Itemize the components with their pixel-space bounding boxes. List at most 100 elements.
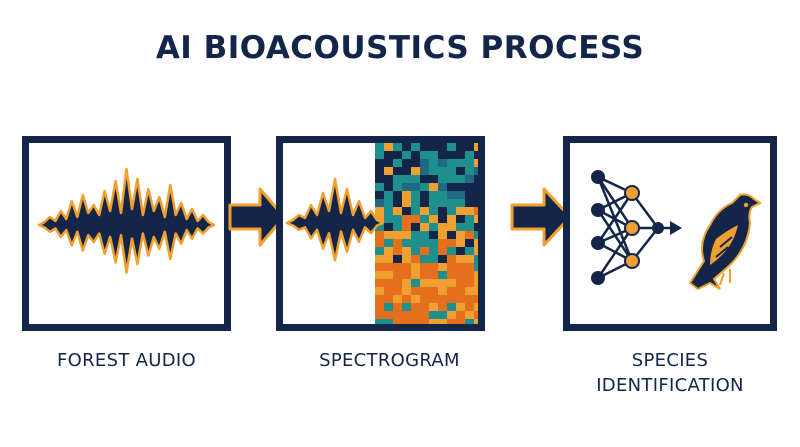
spectrogram-cell — [447, 287, 456, 295]
spectrogram-cell — [402, 215, 411, 223]
spectrogram-cell — [456, 263, 465, 271]
spectrogram-cell — [375, 319, 384, 324]
spectrogram-cell — [483, 295, 485, 303]
spectrogram-cell — [483, 247, 485, 255]
spectrogram-cell — [402, 183, 411, 191]
spectrogram-cell — [474, 279, 478, 287]
spectrogram-cell — [465, 191, 474, 199]
spectrogram-cell — [429, 231, 438, 239]
spectrogram-cell — [483, 183, 485, 191]
spectrogram-cell — [384, 175, 393, 183]
spectrogram-cell — [375, 223, 384, 231]
spectrogram-cell — [465, 199, 474, 207]
spectrogram-cell — [411, 239, 420, 247]
spectrogram-cell — [465, 175, 474, 183]
spectrogram-cell — [465, 183, 474, 191]
spectrogram-cell — [393, 175, 402, 183]
spectrogram-cell — [483, 167, 485, 175]
spectrogram-cell — [420, 143, 429, 151]
spectrogram-cell — [402, 247, 411, 255]
spectrogram-cell — [429, 223, 438, 231]
spectrogram-cell — [402, 263, 411, 271]
spectrogram-cell — [456, 159, 465, 167]
spectrogram-cell — [465, 319, 474, 324]
spectrogram-cell — [393, 215, 402, 223]
spectrogram-cell — [465, 287, 474, 295]
spectrogram-cell — [375, 311, 384, 319]
spectrogram-cell — [393, 231, 402, 239]
spectrogram-cell — [438, 263, 447, 271]
spectrogram-cell — [375, 303, 384, 311]
spectrogram-cell — [456, 303, 465, 311]
spectrogram-cell — [447, 175, 456, 183]
spectrogram-cell — [411, 167, 420, 175]
spectrogram-cell — [393, 143, 402, 151]
spectrogram-cell — [483, 303, 485, 311]
spectrogram-cell — [420, 239, 429, 247]
spectrogram-cell — [456, 151, 465, 159]
spectrogram-cell — [411, 271, 420, 279]
spectrogram-cell — [483, 279, 485, 287]
spectrogram-cell — [456, 207, 465, 215]
spectrogram-cell — [456, 183, 465, 191]
spectrogram-cell — [447, 215, 456, 223]
spectrogram-cell — [402, 303, 411, 311]
spectrogram-cell — [429, 151, 438, 159]
spectrogram-cell — [402, 255, 411, 263]
spectrogram-cell — [483, 239, 485, 247]
spectrogram-cell — [402, 239, 411, 247]
spectrogram-cell — [384, 159, 393, 167]
spectrogram-cell — [384, 183, 393, 191]
spectrogram-cell — [420, 183, 429, 191]
spectrogram-cell — [420, 175, 429, 183]
spectrogram-cell — [411, 159, 420, 167]
spectrogram-cell — [438, 271, 447, 279]
spectrogram-cell — [420, 215, 429, 223]
spectrogram-cell — [447, 295, 456, 303]
spectrogram-cell — [438, 215, 447, 223]
spectrogram-cell — [447, 151, 456, 159]
spectrogram-cell — [438, 191, 447, 199]
spectrogram-cell — [474, 303, 478, 311]
arrow-right-icon — [228, 187, 286, 247]
spectrogram-cell — [438, 183, 447, 191]
spectrogram-cell — [474, 255, 478, 263]
spectrogram-cell — [456, 231, 465, 239]
spectrogram-cell — [474, 167, 478, 175]
spectrogram-cell — [474, 295, 478, 303]
forest-audio-label: FOREST AUDIO — [57, 350, 196, 371]
spectrogram-cell — [384, 231, 393, 239]
spectrogram-cell — [384, 215, 393, 223]
spectrogram-cell — [474, 223, 478, 231]
spectrogram-cell — [393, 159, 402, 167]
spectrogram-cell — [375, 151, 384, 159]
spectrogram-cell — [411, 255, 420, 263]
spectrogram-cell — [393, 223, 402, 231]
spectrogram-cell — [402, 167, 411, 175]
spectrogram-cell — [411, 311, 420, 319]
spectrogram-cell — [456, 167, 465, 175]
spectrogram-cell — [483, 191, 485, 199]
spectrogram-cell — [438, 303, 447, 311]
spectrogram-cell — [438, 295, 447, 303]
spectrogram-cell — [402, 311, 411, 319]
spectrogram-label: SPECTROGRAM — [319, 350, 460, 371]
spectrogram-cell — [375, 287, 384, 295]
spectrogram-cell — [402, 151, 411, 159]
diagram-title: AI BIOACOUSTICS PROCESS — [155, 30, 645, 66]
spectrogram-cell — [402, 271, 411, 279]
spectrogram-cell — [411, 295, 420, 303]
spectrogram-cell — [465, 255, 474, 263]
spectrogram-cells — [375, 143, 485, 324]
spectrogram-cell — [483, 287, 485, 295]
spectrogram-cell — [483, 263, 485, 271]
spectrogram-cell — [465, 303, 474, 311]
spectrogram-cell — [483, 143, 485, 151]
spectrogram-cell — [438, 223, 447, 231]
spectrogram-cell — [384, 271, 393, 279]
spectrogram-cell — [456, 143, 465, 151]
spectrogram-cell — [474, 151, 478, 159]
spectrogram-cell — [447, 263, 456, 271]
spectrogram-cell — [384, 239, 393, 247]
spectrogram-cell — [429, 263, 438, 271]
